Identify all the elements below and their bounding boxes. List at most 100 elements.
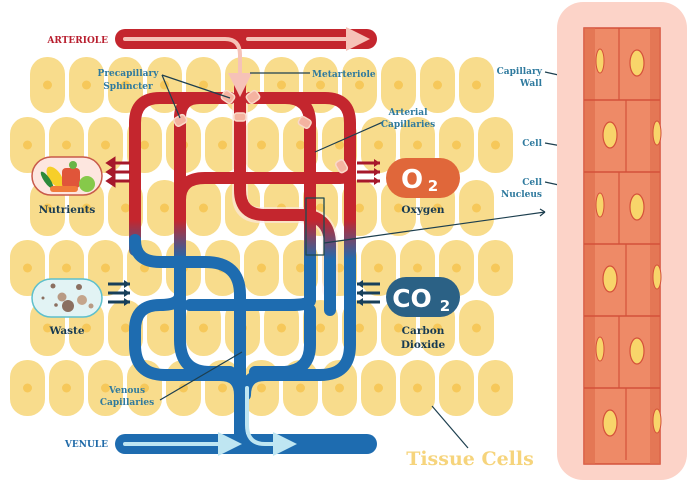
arterial-capillaries-label-line1: Arterial bbox=[387, 108, 428, 118]
tissue-cell-nucleus bbox=[82, 80, 91, 90]
tissue-cell-nucleus bbox=[472, 80, 481, 90]
capillary-network bbox=[129, 79, 356, 446]
tissue-cell-nucleus bbox=[257, 263, 266, 273]
tissue-cell-nucleus bbox=[413, 263, 422, 273]
capillary-wall-detail bbox=[557, 2, 687, 480]
oxygen-badge: O 2 bbox=[386, 158, 460, 198]
tissue-cell-nucleus bbox=[82, 323, 91, 333]
tissue-cell-nucleus bbox=[121, 323, 130, 333]
tissue-cell-nucleus bbox=[452, 383, 461, 393]
tissue-cell-nucleus bbox=[199, 323, 208, 333]
tissue-cell-nucleus bbox=[101, 263, 110, 273]
cell-nucleus bbox=[629, 337, 645, 365]
tissue-cell-nucleus bbox=[257, 140, 266, 150]
tissue-cell-nucleus bbox=[140, 140, 149, 150]
exchange-arrow-head bbox=[357, 280, 363, 288]
precapillary-label-line2: Sphincter bbox=[103, 82, 153, 92]
tissue-cell-nucleus bbox=[472, 323, 481, 333]
tissue-cell-nucleus bbox=[491, 383, 500, 393]
cell-nucleus-partial bbox=[595, 192, 605, 218]
tissue-cells-label: Tissue Cells bbox=[406, 448, 534, 470]
metarteriole bbox=[234, 79, 336, 316]
tissue-cell-nucleus bbox=[433, 203, 442, 213]
exchange-arrow-head bbox=[374, 177, 380, 185]
exchange-arrow-head bbox=[124, 289, 130, 297]
waste-label: Waste bbox=[48, 325, 84, 337]
arterial-capillaries-label-line2: Capillaries bbox=[381, 120, 435, 130]
tissue-cell-nucleus bbox=[296, 263, 305, 273]
co2-badge: CO 2 bbox=[386, 277, 460, 317]
cell-nucleus-partial bbox=[652, 120, 662, 146]
venous-capillaries-label-line2: Capillaries bbox=[100, 398, 154, 408]
tissue-cell-nucleus bbox=[472, 203, 481, 213]
waste-particles-icon bbox=[41, 283, 94, 312]
tissue-cell-nucleus bbox=[355, 80, 364, 90]
capillary-wall-label-line1: Capillary bbox=[497, 67, 543, 77]
tissue-cell-nucleus bbox=[218, 140, 227, 150]
vegetables-icon bbox=[40, 161, 95, 192]
nutrients-badge bbox=[31, 156, 103, 196]
tissue-cell-nucleus bbox=[62, 383, 71, 393]
co2-subscript: 2 bbox=[440, 297, 450, 315]
capillary-wall-tube bbox=[583, 27, 661, 465]
tissue-cell-nucleus bbox=[101, 140, 110, 150]
exchange-arrow-head bbox=[105, 174, 116, 188]
tissue-cell-nucleus bbox=[491, 140, 500, 150]
arterial-capillary-left-outer bbox=[129, 92, 236, 256]
tissue-cell-nucleus bbox=[316, 323, 325, 333]
cell-nucleus bbox=[602, 121, 618, 149]
tissue-cell-nucleus bbox=[374, 140, 383, 150]
cell-nucleus-label-line2: Nucleus bbox=[501, 190, 542, 200]
capillary-wall-edge-right bbox=[650, 28, 660, 464]
tissue-cell-nucleus bbox=[335, 383, 344, 393]
tissue-cell-nucleus bbox=[160, 203, 169, 213]
tissue-cell-nucleus bbox=[452, 140, 461, 150]
cell-nucleus-partial bbox=[652, 408, 662, 434]
waste-badge bbox=[31, 278, 103, 318]
capillary-wall-label-line2: Wall bbox=[519, 79, 543, 89]
tissue-cell-nucleus bbox=[218, 383, 227, 393]
cell-nucleus bbox=[629, 193, 645, 221]
precapillary-label-line1: Precapillary bbox=[98, 69, 160, 79]
metarteriole-label: Metarteriole bbox=[312, 70, 376, 80]
tissue-cell-nucleus bbox=[433, 323, 442, 333]
cell-nucleus bbox=[602, 409, 618, 437]
oxygen-label: Oxygen bbox=[401, 204, 445, 216]
exchange-arrow-head bbox=[124, 298, 130, 306]
cell-nucleus-label-line1: Cell bbox=[522, 178, 542, 188]
co2-label-line2: Dioxide bbox=[401, 339, 446, 351]
tissue-cell-nucleus bbox=[296, 383, 305, 393]
tissue-cell-nucleus bbox=[62, 263, 71, 273]
tissue-cell-nucleus bbox=[277, 80, 286, 90]
exchange-arrow-head bbox=[124, 280, 130, 288]
exchange-arrow-head bbox=[374, 168, 380, 176]
tissue-cells-background bbox=[10, 57, 513, 416]
tissue-cell-nucleus bbox=[121, 203, 130, 213]
tissue-cell-nucleus bbox=[199, 80, 208, 90]
tissue-cell-nucleus bbox=[394, 203, 403, 213]
tissue-cell-nucleus bbox=[257, 383, 266, 393]
cell-nucleus-partial bbox=[595, 48, 605, 74]
arteriole-vessel bbox=[115, 27, 377, 97]
venous-capillaries-label-line1: Venous bbox=[108, 386, 145, 396]
tissue-cell-nucleus bbox=[374, 263, 383, 273]
tissue-cell-nucleus bbox=[374, 383, 383, 393]
venule-vessel bbox=[115, 386, 377, 456]
tissue-cell-nucleus bbox=[296, 140, 305, 150]
tissue-cell-nucleus bbox=[121, 80, 130, 90]
exchange-arrow-head bbox=[357, 289, 363, 297]
precapillary-sphincters bbox=[173, 89, 349, 174]
tissue-cell-nucleus bbox=[491, 263, 500, 273]
co2-arrows bbox=[357, 280, 380, 306]
co2-label-line1: Carbon bbox=[402, 325, 445, 337]
exchange-arrow-head bbox=[105, 165, 116, 179]
oxygen-arrows bbox=[357, 159, 380, 185]
tissue-cell-nucleus bbox=[316, 80, 325, 90]
co2-symbol: CO bbox=[392, 284, 432, 313]
tissue-cell-nucleus bbox=[355, 323, 364, 333]
oxygen-symbol: O bbox=[401, 165, 423, 195]
nutrients-label: Nutrients bbox=[39, 204, 96, 216]
cross-capillary-arterial bbox=[174, 162, 356, 206]
tissue-cell-nucleus bbox=[452, 263, 461, 273]
tissue-cell-nucleus bbox=[43, 80, 52, 90]
